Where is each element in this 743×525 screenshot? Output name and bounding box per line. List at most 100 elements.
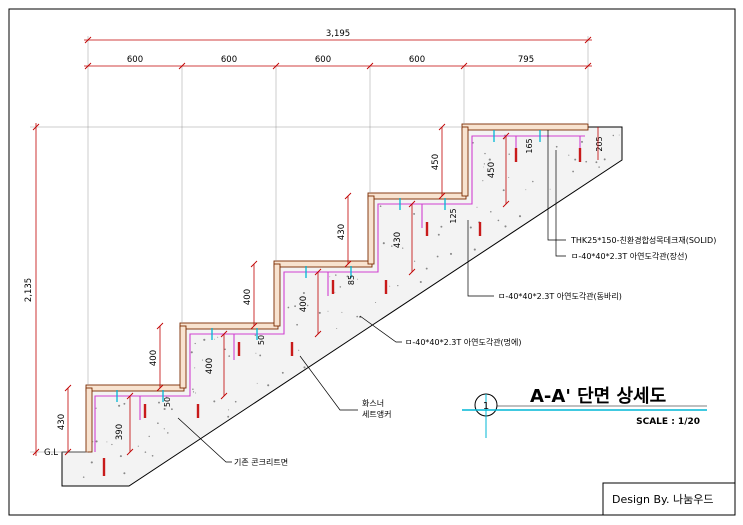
dimension-tick	[64, 448, 72, 456]
sheet-border	[8, 8, 736, 516]
concrete-speckle	[449, 252, 453, 255]
concrete-speckle	[90, 461, 93, 464]
concrete-speckle	[318, 311, 321, 314]
concrete-speckle	[92, 441, 94, 443]
callout-leaders	[177, 130, 566, 463]
concrete-speckle	[190, 351, 193, 354]
dimension-tick	[502, 200, 510, 208]
concrete-speckle	[329, 276, 331, 278]
anchor-note: 화스너 세트앵커	[362, 398, 391, 419]
tread-dim-5: 795	[518, 55, 534, 65]
concrete-speckle	[327, 310, 329, 312]
concrete-speckle	[389, 285, 391, 287]
concrete-speckle	[508, 177, 510, 178]
concrete-speckle	[234, 400, 237, 403]
concrete-speckle	[437, 233, 440, 236]
concrete-speckle	[482, 180, 484, 182]
small-dim-5: 165	[525, 138, 534, 153]
concrete-speckle	[123, 472, 126, 475]
concrete-speckle	[532, 180, 534, 183]
concrete-speckle	[603, 158, 606, 161]
concrete-speckle	[192, 391, 195, 393]
concrete-speckle	[151, 454, 154, 457]
concrete-speckle	[419, 280, 422, 284]
concrete-speckle	[228, 355, 231, 357]
concrete-speckle	[440, 225, 443, 228]
set-anchors	[102, 148, 582, 476]
riser-dim-3: 400	[243, 289, 253, 305]
concrete-speckle	[214, 338, 216, 340]
concrete-speckle	[287, 306, 290, 309]
concrete-speckle	[255, 352, 257, 354]
dimension-tick	[156, 384, 164, 392]
concrete-speckle	[82, 476, 85, 478]
concrete-speckle	[119, 455, 122, 458]
concrete-speckle	[163, 428, 165, 430]
deck-material-note: THK25*150-친환경합성목데크재(SOLID)	[570, 235, 716, 245]
dimension-tick	[438, 123, 446, 131]
total-width-dim: 3,195	[326, 29, 350, 39]
concrete-speckle	[228, 409, 230, 411]
dimension-tick	[250, 322, 258, 330]
inner-dim-5: 450	[487, 162, 497, 178]
dimension-tick	[438, 192, 446, 200]
concrete-speckle	[303, 366, 306, 369]
dimension-tick	[64, 384, 72, 392]
concrete-speckle	[508, 153, 510, 155]
concrete-speckle	[213, 400, 216, 403]
concrete-speckle	[497, 219, 500, 222]
concrete-speckle	[618, 134, 620, 136]
concrete-speckle	[167, 432, 169, 434]
concrete-speckle	[201, 359, 204, 361]
concrete-speckle	[118, 404, 121, 407]
concrete-speckle	[157, 422, 159, 425]
dimension-lines	[35, 39, 592, 456]
dimension-tick	[272, 62, 280, 70]
dimension-tick	[408, 200, 416, 208]
concrete-speckle	[195, 392, 197, 394]
ground-level-label: G.L	[44, 448, 58, 458]
dimension-tick	[156, 322, 164, 330]
bottom-tube-note: ㅁ-40*40*2.3T 아연도각관(멍에)	[405, 337, 522, 347]
concrete-speckle	[95, 407, 97, 409]
concrete-speckle	[106, 441, 108, 443]
deck-finish	[85, 123, 589, 453]
concrete-slab	[61, 126, 623, 487]
riser-dim-2: 400	[149, 350, 159, 366]
concrete-speckle	[572, 170, 574, 173]
concrete-speckle	[518, 215, 522, 218]
dimension-tick	[460, 62, 468, 70]
dimension-tick	[84, 36, 92, 44]
design-credit: Design By. 나눔우드	[612, 493, 713, 506]
concrete-speckle	[95, 440, 98, 443]
concrete-speckle	[425, 267, 428, 270]
dimension-tick	[344, 260, 352, 268]
title-block: 1 A-A' 단면 상세도 SCALE : 1/20	[462, 386, 707, 438]
tread-dim-2: 600	[221, 55, 237, 65]
concrete-speckle	[336, 328, 338, 329]
small-dim-4: 125	[449, 208, 458, 223]
concrete-speckle	[549, 188, 551, 190]
tread-dim-1: 600	[127, 55, 143, 65]
inner-dim-4: 430	[393, 232, 403, 248]
dimension-tick	[84, 62, 92, 70]
riser-dim-5: 450	[431, 154, 441, 170]
drawing-title: A-A' 단면 상세도	[530, 386, 666, 407]
riser-dim-1: 430	[57, 414, 67, 430]
concrete-speckle	[574, 158, 577, 161]
dimension-tick	[32, 448, 40, 456]
dimension-tick	[32, 123, 40, 131]
concrete-speckle	[192, 388, 194, 391]
dimension-tick	[178, 62, 186, 70]
concrete-speckle	[379, 205, 382, 208]
concrete-speckle	[585, 160, 588, 163]
concrete-speckle	[346, 275, 349, 278]
inner-dim-2: 400	[205, 358, 215, 374]
concrete-speckle	[281, 371, 284, 374]
concrete-speckle	[483, 163, 486, 165]
small-dim-2: 50	[257, 335, 266, 345]
concrete-speckle	[397, 284, 399, 287]
concrete-speckle	[504, 225, 507, 228]
concrete-speckle	[148, 435, 150, 438]
